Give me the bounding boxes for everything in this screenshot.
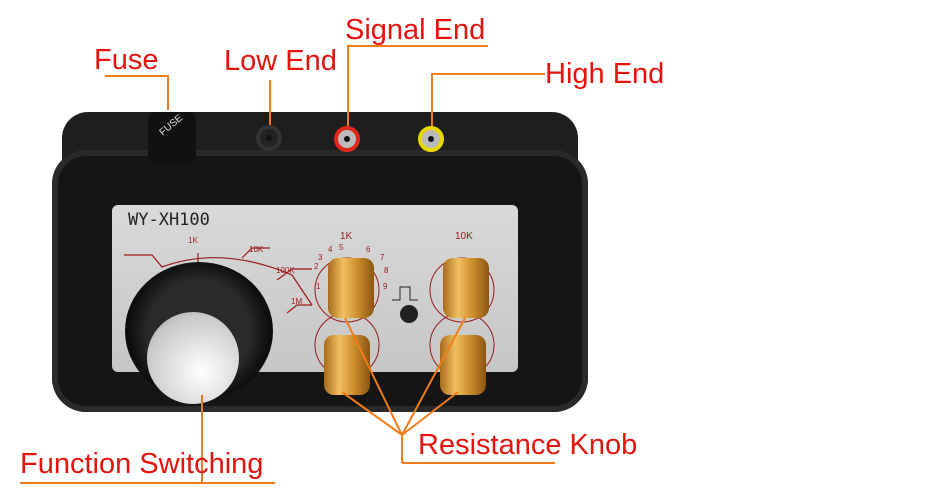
function-switch-knob[interactable]: [125, 262, 273, 404]
signal-end-jack: [334, 126, 360, 152]
dial-number: 4: [328, 245, 333, 254]
model-label: WY-XH100: [128, 210, 210, 230]
label-fuse: Fuse: [94, 44, 159, 76]
range-label-10k: 10K: [249, 245, 264, 254]
knob-group-label-10k: 10K: [455, 231, 473, 242]
label-low-end: Low End: [224, 45, 337, 77]
led-indicator: [400, 305, 418, 323]
label-function-switching: Function Switching: [20, 448, 264, 480]
resistance-knob-10k-a[interactable]: [443, 258, 489, 318]
range-label-1m: 1M: [291, 297, 303, 306]
label-resistance-knob: Resistance Knob: [418, 429, 638, 461]
resistance-knob-10k-b[interactable]: [440, 335, 486, 395]
dial-number: 8: [384, 266, 389, 275]
low-end-jack: [256, 125, 282, 151]
label-signal-end: Signal End: [345, 14, 486, 46]
range-label-1k: 1K: [188, 236, 198, 245]
resistance-knob-1k-b[interactable]: [324, 335, 370, 395]
dial-number: 1: [316, 282, 321, 291]
dial-number: 7: [380, 253, 385, 262]
function-switch-cap: [147, 312, 239, 404]
knob-group-label-1k: 1K: [340, 231, 353, 242]
dial-number: 6: [366, 245, 371, 254]
dial-number: 3: [318, 253, 323, 262]
fuse-holder: FUSE: [148, 112, 196, 164]
range-label-100k: 100K: [276, 266, 295, 275]
high-end-jack: [418, 126, 444, 152]
resistance-knob-1k-a[interactable]: [328, 258, 374, 318]
label-high-end: High End: [545, 58, 665, 90]
dial-number: 2: [314, 262, 319, 271]
dial-number: 9: [383, 282, 388, 291]
dial-number: 5: [339, 243, 344, 252]
